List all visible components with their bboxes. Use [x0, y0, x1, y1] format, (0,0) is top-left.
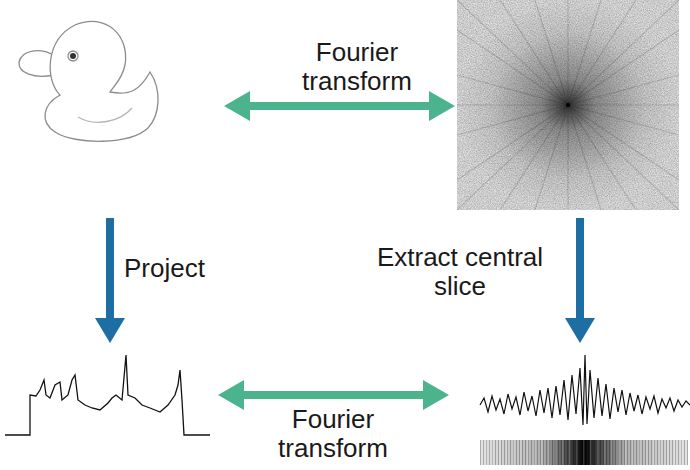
slice-barcode — [480, 440, 688, 465]
fourier-center — [457, 0, 679, 210]
arrow-label: Fourier transform — [262, 38, 452, 95]
slice-arrow — [565, 218, 595, 343]
fourier-image — [457, 0, 679, 210]
transform-arrow-top — [224, 91, 455, 121]
fourier-rays — [457, 0, 679, 210]
duck-eye — [70, 53, 76, 59]
duck-eye-ring — [68, 51, 78, 61]
slice-plot — [480, 355, 690, 425]
fourier-noise — [457, 0, 679, 210]
project-arrow — [95, 218, 125, 343]
arrow-label: Fourier transform — [238, 405, 428, 462]
duck-drawing — [19, 21, 158, 141]
projection-plot — [5, 355, 210, 435]
fourier-origin — [566, 103, 570, 107]
duck-wing — [78, 108, 132, 122]
arrow-label: Extract central slice — [352, 243, 568, 300]
duck-body — [45, 21, 158, 141]
arrow-label: Project — [124, 254, 244, 283]
duck-beak — [19, 51, 55, 76]
